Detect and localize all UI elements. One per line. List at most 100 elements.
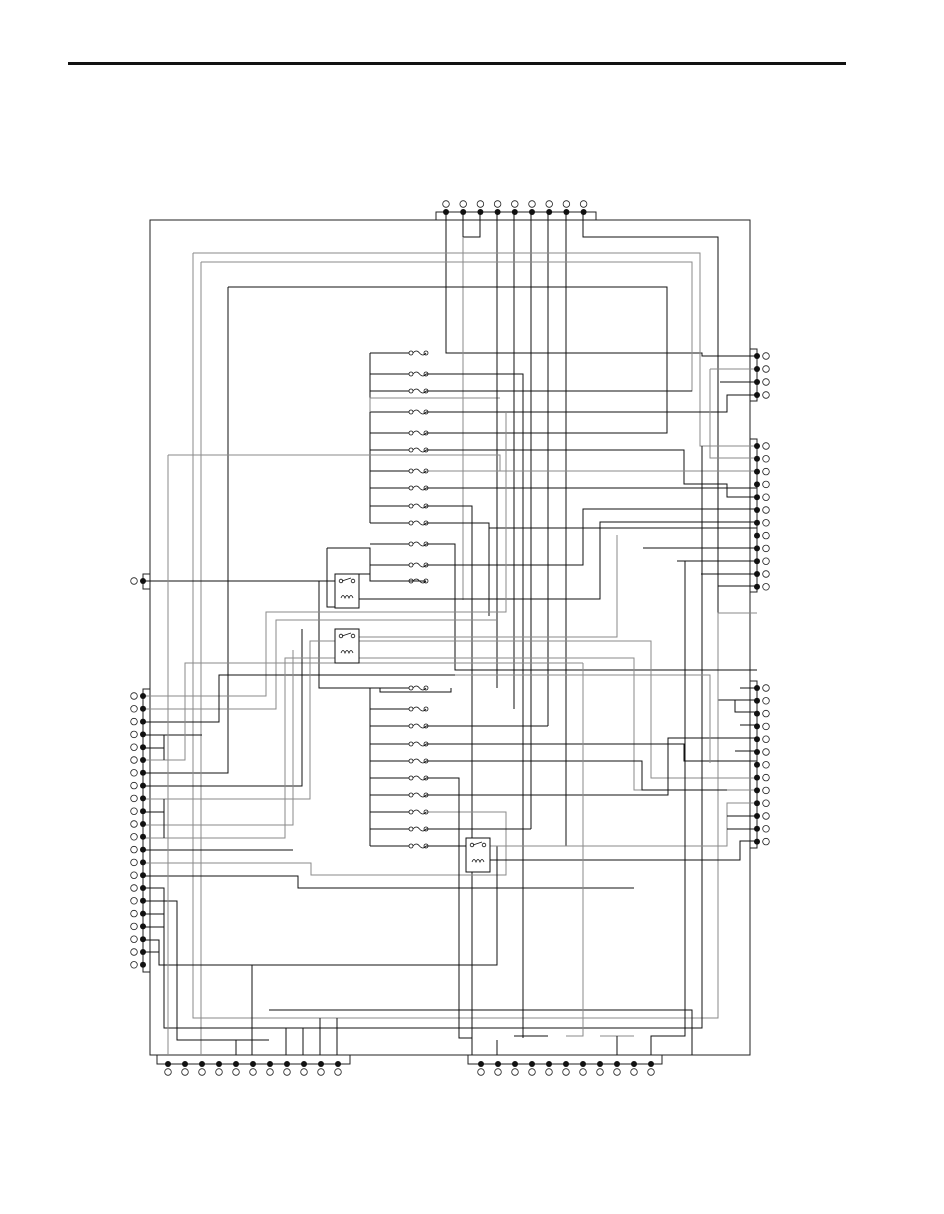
relay-switch xyxy=(341,577,352,582)
splice-dot xyxy=(284,1061,290,1067)
fuse-terminal xyxy=(423,758,429,764)
black-wire xyxy=(379,688,452,693)
splice-dot xyxy=(140,744,146,751)
terminal-pin xyxy=(181,1068,189,1076)
terminal-pin xyxy=(762,709,770,718)
splice-dot xyxy=(233,1061,239,1067)
terminal-pin xyxy=(762,391,770,399)
terminal-pin xyxy=(596,1068,604,1076)
splice-dot xyxy=(563,209,570,215)
splice-dot xyxy=(754,813,760,819)
terminal-pin xyxy=(762,825,770,833)
black-wire xyxy=(143,846,498,966)
terminal-pin xyxy=(130,730,138,739)
splice-dot xyxy=(495,1061,501,1067)
right-connector-a-housing xyxy=(750,348,758,402)
fuse-terminal xyxy=(408,468,414,474)
splice-dot xyxy=(140,885,146,891)
terminal-pin xyxy=(630,1068,638,1076)
header-rule xyxy=(68,62,846,65)
fuse xyxy=(412,388,427,394)
splice-dot xyxy=(754,481,760,488)
left-main-connector-housing xyxy=(142,688,150,973)
terminal-pin xyxy=(442,200,450,208)
gray-wire xyxy=(143,662,583,761)
splice-dot xyxy=(478,1061,484,1067)
terminal-pin xyxy=(528,200,536,208)
splice-dot xyxy=(140,769,146,776)
fuse xyxy=(412,430,427,436)
splice-dot xyxy=(754,685,760,691)
terminal-pin xyxy=(130,781,138,790)
fuse-terminal xyxy=(408,706,414,712)
splice-dot xyxy=(140,872,146,879)
terminal-pin xyxy=(493,200,502,208)
gray-wire xyxy=(143,650,294,826)
terminal-pin xyxy=(130,961,138,969)
splice-dot xyxy=(754,558,760,565)
splice-dot xyxy=(754,532,760,539)
fuse-terminal xyxy=(408,350,414,356)
terminal-pin xyxy=(762,748,770,756)
black-wire xyxy=(143,674,472,723)
fuse xyxy=(412,809,427,815)
terminal-pin xyxy=(283,1068,291,1076)
fuse-terminal xyxy=(408,485,414,491)
splice-dot xyxy=(512,1061,518,1067)
terminal-pin xyxy=(215,1068,223,1076)
gray-wire xyxy=(168,454,501,471)
splice-dot xyxy=(140,923,146,930)
fuse-terminal xyxy=(408,371,414,377)
terminal-pin xyxy=(511,1068,519,1076)
fuse-terminal xyxy=(423,843,429,849)
terminal-pin xyxy=(198,1068,206,1076)
splice-dot xyxy=(580,209,587,215)
black-wire xyxy=(143,287,229,774)
splice-dot xyxy=(754,392,760,398)
terminal-pin xyxy=(232,1068,240,1076)
fuse-terminal xyxy=(423,578,429,584)
gray-wire xyxy=(143,657,757,839)
fuse-terminal xyxy=(408,809,414,815)
splice-dot xyxy=(754,774,760,781)
black-wire xyxy=(318,581,370,689)
black-wire xyxy=(734,700,757,713)
gray-wire xyxy=(709,369,757,459)
terminal-pin xyxy=(579,1068,587,1076)
right-connector-b-housing xyxy=(750,438,758,593)
terminal-pin xyxy=(459,200,467,208)
fuse-terminal xyxy=(408,741,414,747)
terminal-pin xyxy=(130,871,138,879)
terminal-pin xyxy=(130,769,138,777)
splice-dot xyxy=(563,1061,569,1067)
fuse-terminal xyxy=(423,409,429,415)
splice-dot xyxy=(546,1061,552,1067)
fuse-terminal xyxy=(423,371,429,377)
fuse-terminal xyxy=(408,792,414,798)
splice-dot xyxy=(494,209,501,215)
fuse xyxy=(412,503,427,509)
fuse-terminal xyxy=(423,562,429,568)
terminal-pin xyxy=(762,773,770,782)
black-wire xyxy=(426,373,524,1038)
terminal-pin xyxy=(545,200,553,208)
splice-dot xyxy=(754,838,760,845)
splice-dot xyxy=(580,1061,586,1067)
terminal-pin xyxy=(762,378,770,386)
terminal-pin xyxy=(130,833,138,841)
black-wire xyxy=(490,840,757,861)
black-wire xyxy=(426,737,757,796)
splice-dot xyxy=(529,209,535,215)
fuse-terminal xyxy=(423,388,429,394)
terminal-pin xyxy=(130,897,138,905)
fuse xyxy=(412,685,427,691)
black-wire xyxy=(359,521,757,600)
gray-wire xyxy=(192,253,757,1019)
black-wire xyxy=(143,629,303,787)
splice-dot xyxy=(140,757,146,763)
terminal-pin xyxy=(562,1068,570,1076)
terminal-pin xyxy=(762,684,770,692)
terminal-pin xyxy=(164,1068,172,1076)
